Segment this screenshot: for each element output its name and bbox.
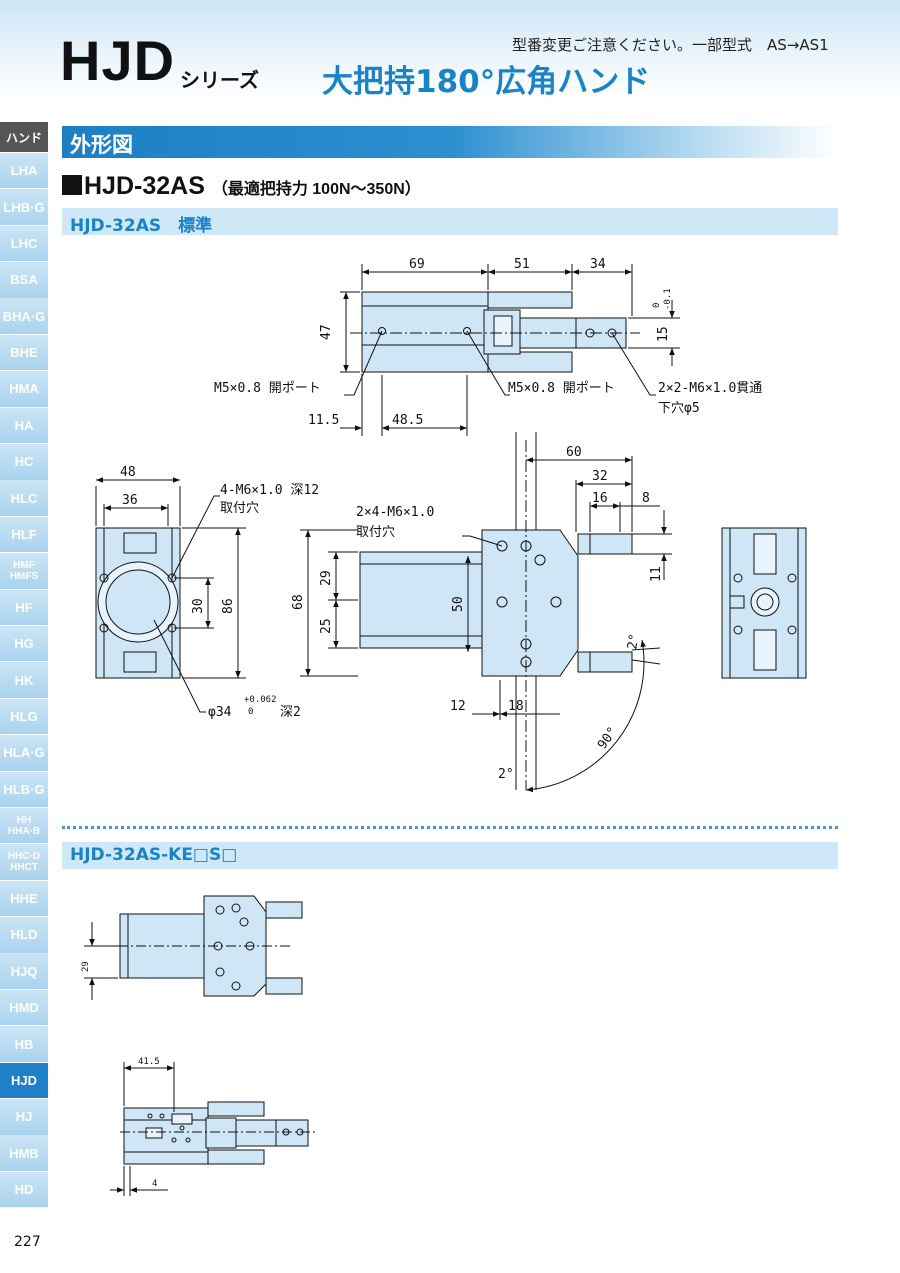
- angle-90: 90°: [595, 724, 621, 752]
- sidebar-item-hh-hha-b[interactable]: HH HHA·B: [0, 807, 48, 844]
- dim-34: 34: [590, 257, 606, 272]
- dim-50: 50: [451, 596, 466, 612]
- product-title: 大把持180°広角ハンド: [322, 64, 651, 100]
- sidebar-item-hmd[interactable]: HMD: [0, 989, 48, 1026]
- subsection-bar-ke: HJD-32AS-KE□S□: [62, 842, 838, 869]
- sidebar-item-hjd[interactable]: HJD: [0, 1062, 48, 1099]
- sidebar-item-hmb[interactable]: HMB: [0, 1135, 48, 1171]
- dim-11-5: 11.5: [308, 413, 339, 428]
- series-suffix: シリーズ: [180, 68, 259, 92]
- dim-86: 86: [221, 598, 236, 614]
- dim-15-tol-lo: -0.1: [663, 288, 673, 310]
- sidebar-head: ハンド: [0, 122, 48, 152]
- port-right-label: M5×0.8 開ポート: [508, 381, 615, 396]
- thru-hole-label: 2×2-M6×1.0貫通: [658, 381, 762, 396]
- sidebar-item-ha[interactable]: HA: [0, 407, 48, 444]
- dim-48-5: 48.5: [392, 413, 423, 428]
- dim-15: 15: [656, 326, 671, 342]
- dim-12: 12: [450, 699, 466, 714]
- dim-25: 25: [319, 618, 334, 634]
- subsection-title-standard: HJD-32AS 標準: [70, 216, 213, 236]
- dotted-divider: [62, 826, 838, 829]
- sidebar-item-hhc-d-hhct[interactable]: HHC·D HHCT: [0, 844, 48, 880]
- dim-36: 36: [122, 493, 138, 508]
- sidebar-item-lhb-g[interactable]: LHB·G: [0, 189, 48, 225]
- sidebar-item-hg[interactable]: HG: [0, 625, 48, 662]
- bore-depth-label: 深2: [280, 705, 301, 720]
- sidebar-item-hb[interactable]: HB: [0, 1026, 48, 1062]
- sidebar-item-hjq[interactable]: HJQ: [0, 953, 48, 989]
- sidebar-item-hhe[interactable]: HHE: [0, 880, 48, 917]
- sidebar-item-hk[interactable]: HK: [0, 662, 48, 698]
- sidebar-item-bha-g[interactable]: BHA·G: [0, 298, 48, 334]
- ke-view-bottom: [110, 1062, 316, 1196]
- sidebar-item-hlg[interactable]: HLG: [0, 698, 48, 735]
- page-number: 227: [14, 1234, 41, 1250]
- section-bar: 外形図: [62, 126, 838, 158]
- dim-47: 47: [319, 324, 334, 340]
- dim-11: 11: [649, 566, 664, 582]
- bore-dia-label: φ34: [208, 705, 232, 720]
- model-change-notice: 型番変更ご注意ください。一部型式 AS→AS1: [512, 36, 829, 54]
- dim-60: 60: [566, 445, 582, 460]
- sidebar-item-hlb-g[interactable]: HLB·G: [0, 771, 48, 808]
- front-view: [300, 432, 672, 793]
- dim-51: 51: [514, 257, 530, 272]
- dim-30: 30: [191, 598, 206, 614]
- front-mount-label: 2×4-M6×1.0: [356, 505, 434, 520]
- sidebar-item-hc[interactable]: HC: [0, 444, 48, 480]
- sidebar-item-lhc[interactable]: LHC: [0, 225, 48, 262]
- sidebar-item-hlc[interactable]: HLC: [0, 480, 48, 516]
- dim-29: 29: [319, 570, 334, 586]
- angle-2-top: 2°: [625, 633, 642, 651]
- series-title: HJD: [60, 29, 176, 92]
- sidebar-item-hla-g[interactable]: HLA·G: [0, 735, 48, 771]
- subsection-bar-standard: HJD-32AS 標準: [62, 208, 838, 236]
- dim-8: 8: [642, 491, 650, 506]
- mount-hole-label: 4-M6×1.0 深12: [220, 483, 319, 498]
- dim-32: 32: [592, 469, 608, 484]
- sidebar-item-hd[interactable]: HD: [0, 1171, 48, 1208]
- sidebar-item-hld[interactable]: HLD: [0, 917, 48, 953]
- header-band: [0, 0, 900, 100]
- square-bullet-icon: [62, 175, 82, 195]
- top-view: [340, 264, 680, 436]
- model-heading: HJD-32AS （最適把持力 100N〜350N）: [62, 172, 421, 201]
- dim-69: 69: [409, 257, 425, 272]
- ke-view-top: [84, 895, 303, 1000]
- sidebar-item-hma[interactable]: HMA: [0, 371, 48, 407]
- ke-dim-29: 29: [81, 961, 91, 972]
- end-view: [95, 477, 246, 713]
- ke-dim-41-5: 41.5: [138, 1057, 160, 1067]
- ke-dim-4: 4: [152, 1179, 157, 1189]
- dim-18: 18: [508, 699, 524, 714]
- sidebar-item-lha[interactable]: LHA: [0, 152, 48, 189]
- dim-16: 16: [592, 491, 608, 506]
- port-left-label: M5×0.8 開ポート: [214, 381, 321, 396]
- side-view: [721, 527, 807, 679]
- subsection-title-ke: HJD-32AS-KE□S□: [70, 845, 238, 865]
- sidebar-item-hmf-hmfs[interactable]: HMF HMFS: [0, 553, 48, 589]
- dim-68: 68: [291, 594, 306, 610]
- sidebar-item-hf[interactable]: HF: [0, 589, 48, 626]
- pilot-hole-label: 下穴φ5: [658, 401, 700, 416]
- sidebar-item-bsa[interactable]: BSA: [0, 262, 48, 298]
- angle-2-bottom: 2°: [498, 767, 514, 782]
- model-note: （最適把持力 100N〜350N）: [211, 181, 421, 198]
- dim-48: 48: [120, 465, 136, 480]
- front-mount-caption: 取付穴: [356, 525, 395, 540]
- sidebar-item-hj[interactable]: HJ: [0, 1099, 48, 1135]
- sidebar-item-bhe[interactable]: BHE: [0, 334, 48, 371]
- dim-15-tol-hi: 0: [652, 303, 662, 308]
- model-name: HJD-32AS: [84, 172, 205, 200]
- bore-tol-lo: 0: [248, 707, 253, 717]
- section-title: 外形図: [70, 133, 133, 157]
- mount-hole-caption: 取付穴: [220, 501, 259, 516]
- bore-tol-hi: +0.062: [244, 695, 277, 705]
- sidebar-item-hlf[interactable]: HLF: [0, 516, 48, 553]
